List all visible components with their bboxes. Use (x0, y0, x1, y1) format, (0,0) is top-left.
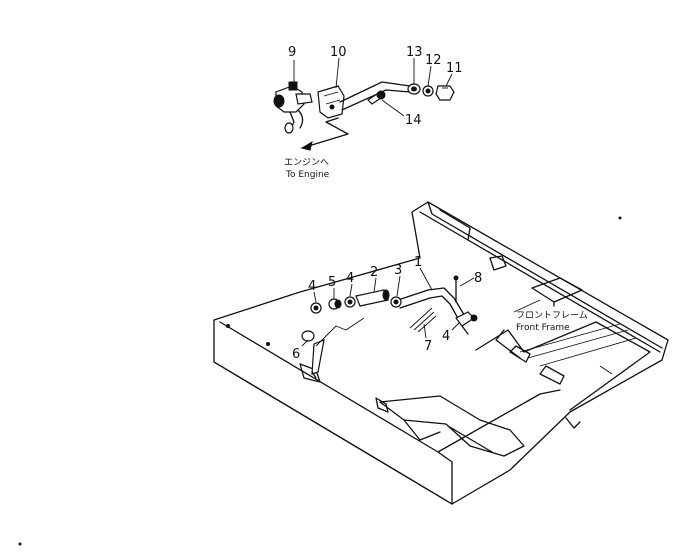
leader-lines-upper (293, 57, 453, 117)
label-13: 13 (406, 45, 423, 60)
bolt-part-8 (453, 275, 459, 303)
pipe-upper (339, 81, 411, 111)
engine-note-jp: エンジンへ (284, 158, 329, 168)
frame-note-en: Front Frame (516, 323, 570, 333)
label-4c: 4 (442, 329, 450, 344)
label-12: 12 (425, 53, 442, 68)
fitting-part-5 (328, 298, 342, 310)
engine-arrow (300, 117, 349, 151)
pipe-part-1 (397, 287, 467, 323)
label-1: 1 (414, 255, 422, 270)
leader-lines-lower (301, 267, 541, 347)
label-8: 8 (474, 271, 482, 286)
label-7: 7 (424, 339, 432, 354)
nut-part-13 (407, 83, 421, 95)
frame-note-jp: フロントフレーム (516, 310, 588, 321)
washer-part-12 (422, 85, 434, 97)
bracket-part-10 (317, 85, 345, 119)
washer-part-4b (344, 296, 356, 308)
engine-note-en: To Engine (285, 170, 330, 180)
valve-part-9 (273, 81, 313, 134)
label-3: 3 (394, 263, 402, 278)
label-10: 10 (330, 45, 347, 60)
bracket-part-6 (301, 330, 325, 379)
bolt-part-14 (367, 90, 386, 105)
washer-part-4a (310, 302, 322, 314)
label-6: 6 (292, 347, 300, 362)
label-5: 5 (328, 275, 336, 290)
part-numbers: 9 10 13 12 11 14 4 5 4 2 3 1 8 4 7 6 (288, 45, 482, 362)
label-14: 14 (405, 113, 422, 128)
label-4b: 4 (346, 271, 354, 286)
fitting-part-2 (355, 289, 390, 307)
pipe-assembly (301, 275, 478, 379)
front-frame (213, 201, 669, 505)
valve-assembly (273, 81, 455, 151)
label-11: 11 (446, 61, 463, 76)
cap-part-11 (435, 85, 455, 101)
clip-part-7 (409, 307, 437, 333)
label-4a: 4 (308, 279, 316, 294)
fitting-part-4c (455, 311, 478, 335)
annotations: エンジンへ To Engine フロントフレーム Front Frame (284, 158, 588, 333)
nut-part-3 (390, 296, 402, 308)
label-9: 9 (288, 45, 296, 60)
label-2: 2 (370, 265, 378, 280)
